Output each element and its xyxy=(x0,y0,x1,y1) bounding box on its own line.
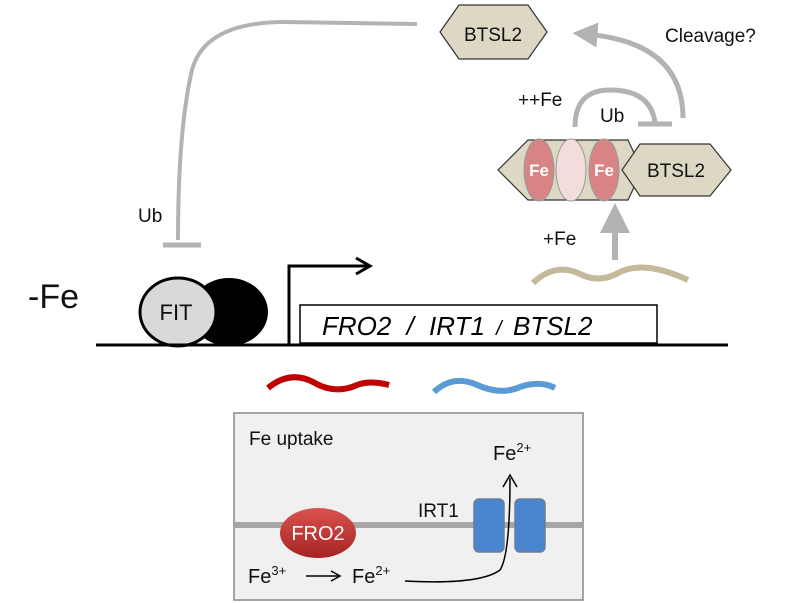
fro2-protein xyxy=(280,508,356,558)
irt1-mrna xyxy=(431,377,557,395)
gene-fro2: FRO2 xyxy=(322,311,392,341)
fe2-bottom-base: Fe xyxy=(352,566,375,588)
btsl2-top-label: BTSL2 xyxy=(464,25,522,46)
plus-plus-fe-label: ++Fe xyxy=(518,90,562,111)
cleavage-label: Cleavage? xyxy=(665,26,756,47)
gene-sep-2: / xyxy=(494,318,504,340)
fe2-top-label: Fe2+ xyxy=(493,440,531,465)
fe2-bottom-label: Fe2+ xyxy=(352,563,390,588)
btsl2-mrna xyxy=(530,264,690,286)
transcription-start-arrow xyxy=(287,264,368,345)
fe3-base: Fe xyxy=(248,566,271,588)
btsl2-complex-hexagon xyxy=(621,143,732,197)
transcription-arrowhead xyxy=(355,256,374,276)
ub-left-label: Ub xyxy=(138,206,162,227)
fit-label: FIT xyxy=(160,300,193,325)
irt1-subunit-left xyxy=(473,498,505,553)
fe-oval-left xyxy=(523,138,555,202)
fe-left-label: Fe xyxy=(529,161,549,180)
fe2-top-superscript: 2+ xyxy=(516,440,531,455)
fe-transport-arrow xyxy=(404,477,511,583)
btsl2-inhibits-fit-line xyxy=(176,19,418,241)
fe2-bottom-superscript: 2+ xyxy=(375,563,390,578)
cleavage-arrow xyxy=(572,22,686,119)
plus-fe-label: +Fe xyxy=(543,229,576,250)
empty-oval xyxy=(555,138,587,202)
gene-irt1: IRT1 xyxy=(429,311,485,341)
gene-btsl2: BTSL2 xyxy=(513,311,593,341)
fe-transport-arrowhead xyxy=(502,473,518,488)
reduction-arrowhead xyxy=(330,570,342,582)
fro2-mrna xyxy=(266,374,390,393)
ub-right-label: Ub xyxy=(600,106,624,127)
gene-box xyxy=(299,304,658,344)
ub-arc-inhibition xyxy=(572,87,658,128)
condition-label: -Fe xyxy=(28,278,79,316)
irt1-label: IRT1 xyxy=(418,501,459,522)
btsl2-top-hexagon xyxy=(439,4,548,60)
fe-uptake-title: Fe uptake xyxy=(249,429,334,450)
gene-sep-1: / xyxy=(405,311,417,341)
fe3-superscript: 3+ xyxy=(271,563,286,578)
fro2-label: FRO2 xyxy=(291,523,344,545)
fe3-label: Fe3+ xyxy=(248,563,286,588)
btsl2-complex-label: BTSL2 xyxy=(647,161,705,182)
fe-oval-right xyxy=(588,138,620,202)
gene-box-label: FRO2 / IRT1 / BTSL2 xyxy=(322,311,593,341)
irt1-subunit-right xyxy=(514,498,546,553)
fe2-top-base: Fe xyxy=(493,443,516,465)
fe-right-label: Fe xyxy=(594,161,614,180)
